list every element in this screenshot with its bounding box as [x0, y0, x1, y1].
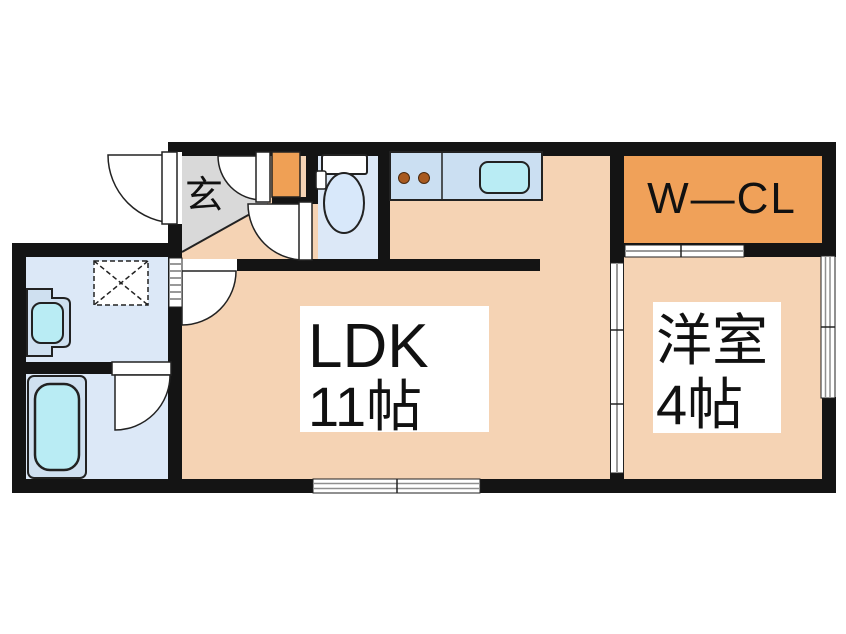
wall-washroom-bath-divider	[12, 362, 112, 374]
wall-right-upper	[822, 142, 836, 257]
sliders-and-windows	[312, 244, 836, 494]
washing-machine-pan-icon	[93, 260, 149, 306]
ldk-label-background	[300, 306, 489, 432]
ldk-room-name: LDK	[308, 312, 429, 381]
ldk-door-arc	[181, 270, 237, 326]
western-room-size: 4帖	[656, 373, 743, 436]
genkan-door-leaf	[255, 151, 271, 203]
bathroom-door-arc	[114, 374, 171, 431]
walk-in-closet-label: W—CL	[647, 174, 797, 223]
bathroom-door-leaf	[111, 361, 172, 376]
wall-wing-top	[12, 243, 182, 257]
wall-partition-upper	[610, 142, 624, 263]
entry-label: 玄	[185, 175, 223, 217]
toilet-flush-handle-icon	[315, 170, 327, 190]
ldk-room-size: 11帖	[308, 375, 422, 438]
walls	[12, 142, 836, 493]
washroom-folding-door	[168, 257, 183, 308]
wall-toilet-right	[378, 142, 390, 271]
wall-toilet-left	[306, 142, 318, 204]
wall-right-lower	[822, 397, 836, 493]
kitchen-sink-icon	[479, 161, 530, 194]
western-room-label-background	[653, 302, 781, 433]
swing-doors	[107, 151, 313, 431]
wall-top	[168, 142, 836, 156]
entrance-door-leaf	[161, 151, 178, 225]
toilet-tank-icon	[321, 154, 368, 175]
wall-washroom-east	[168, 257, 182, 480]
labels: 玄 W—CL LDK 11帖 洋室 4帖	[185, 174, 797, 438]
toilet-bowl-icon	[323, 172, 365, 234]
fixtures	[26, 151, 543, 479]
stove-burner-icon	[418, 172, 430, 184]
bathtub-icon	[33, 382, 81, 472]
washbasin-bowl-icon	[31, 302, 64, 344]
stove-burner-icon	[398, 172, 410, 184]
toilet-door-leaf	[298, 201, 313, 261]
wall-cabinet-stub	[272, 197, 306, 206]
shoe-cabinet	[271, 151, 301, 198]
walk-in-closet-floor	[624, 156, 822, 243]
washroom-folding-door-rungs	[170, 263, 181, 300]
wall-partition-lower	[610, 473, 624, 493]
ldk-doorway	[182, 259, 237, 271]
western-room-name: 洋室	[656, 309, 768, 372]
